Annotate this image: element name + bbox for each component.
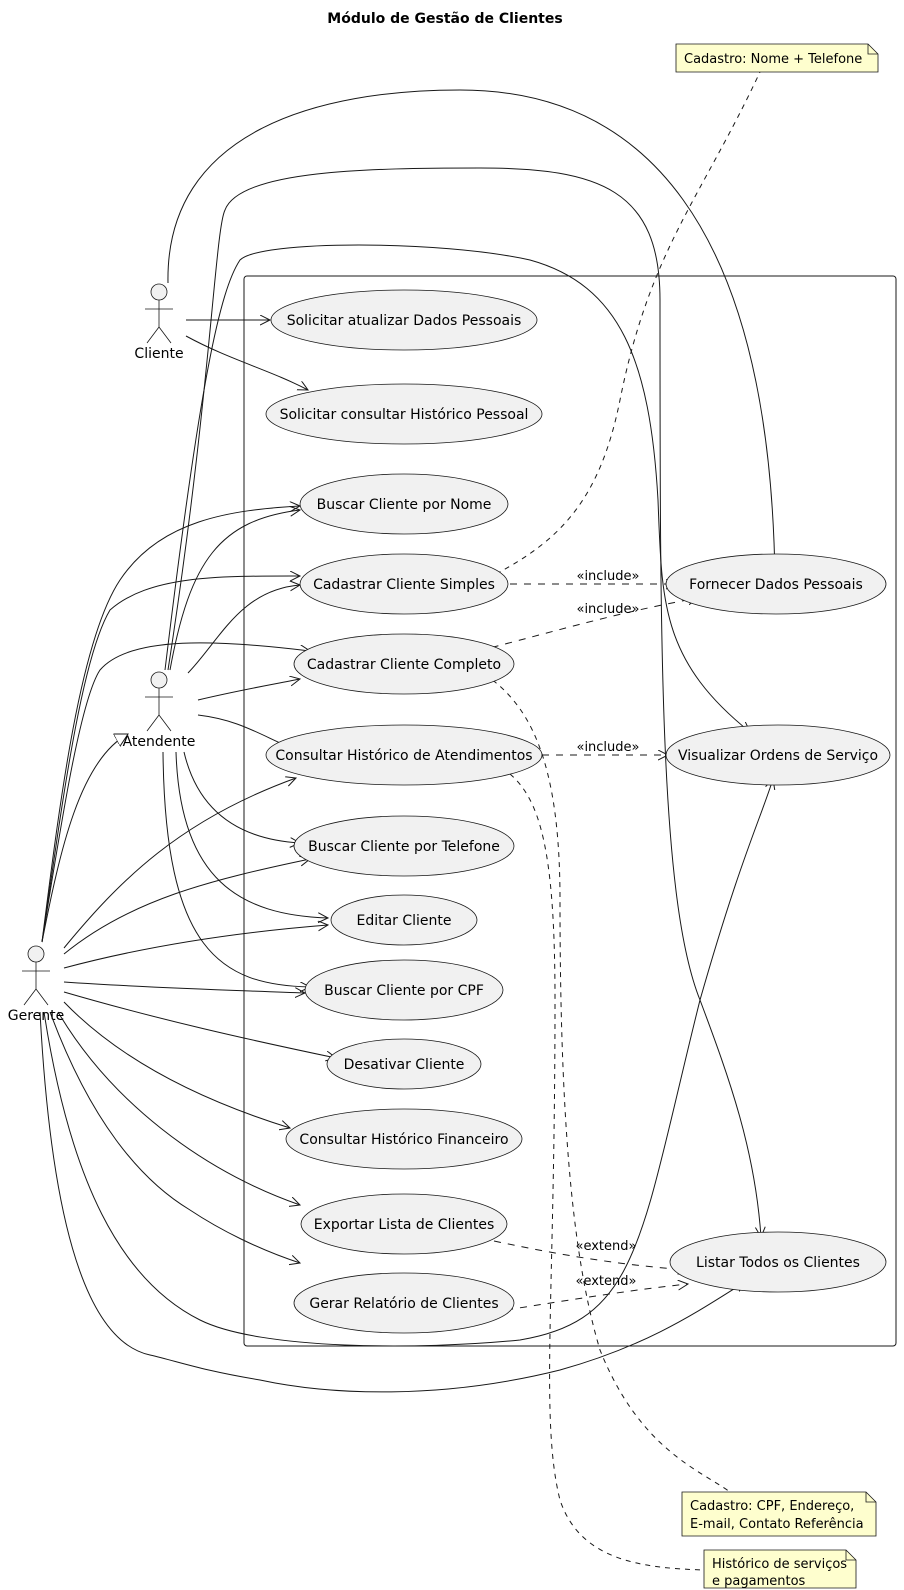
use-case-solicitar-atualizar: Solicitar atualizar Dados Pessoais [270,289,538,351]
edge-gerente-consultar-atendimentos [63,778,296,949]
svg-text:Exportar Lista de Clientes: Exportar Lista de Clientes [314,1217,495,1233]
svg-text:Solicitar consultar Histórico: Solicitar consultar Histórico Pessoal [280,407,529,423]
use-case-gerar-relatorio: Gerar Relatório de Clientes [293,1272,515,1334]
diagram-title: Módulo de Gestão de Clientes [327,11,562,27]
edge-gerente-listar-todos [39,1011,745,1393]
svg-text:Consultar Histórico Financeiro: Consultar Histórico Financeiro [299,1132,508,1148]
edge-gerente-desativar [63,991,336,1058]
use-case-cadastrar-simples: Cadastrar Cliente Simples [299,553,509,615]
edge-gerente-gerar-relatorio [49,1011,300,1263]
edge-atendente-buscar-cpf [162,751,310,987]
svg-text:Gerar Relatório de Clientes: Gerar Relatório de Clientes [309,1296,498,1312]
include-label-atendimentos: «include» [576,740,639,755]
svg-text:Cadastro: CPF, Endereço,: Cadastro: CPF, Endereço, [690,1499,854,1514]
note-connector-completo [475,668,731,1493]
actor-gerente: Gerente [8,945,65,1024]
svg-text:e pagamentos: e pagamentos [712,1574,806,1589]
use-case-buscar-cpf: Buscar Cliente por CPF [304,959,504,1021]
actor-gerente-label: Gerente [8,1008,65,1024]
svg-text:Editar Cliente: Editar Cliente [356,913,451,929]
svg-text:Desativar Cliente: Desativar Cliente [344,1057,465,1073]
edge-atendente-visualizar-os [164,244,750,732]
svg-text:Cadastro: Nome + Telefone: Cadastro: Nome + Telefone [684,52,862,67]
edge-cliente-solicitar-consultar [185,335,308,390]
svg-text:Buscar Cliente por Telefone: Buscar Cliente por Telefone [308,839,500,855]
extend-label-relatorio: «extend» [576,1274,637,1289]
use-case-visualizar-os: Visualizar Ordens de Serviço [665,724,891,786]
svg-text:Listar Todos os Clientes: Listar Todos os Clientes [696,1255,860,1271]
edge-gerente-atendente-generalization [41,734,128,943]
edge-include-completo-fornecer [477,598,698,652]
use-case-buscar-telefone: Buscar Cliente por Telefone [293,815,515,877]
svg-text:Buscar Cliente por Nome: Buscar Cliente por Nome [317,497,492,513]
svg-text:Histórico de serviços: Histórico de serviços [712,1557,847,1572]
svg-text:Visualizar Ordens de Serviço: Visualizar Ordens de Serviço [678,748,878,764]
use-case-desativar: Desativar Cliente [326,1038,482,1090]
use-case-cadastrar-completo: Cadastrar Cliente Completo [293,633,515,695]
edge-gerente-buscar-telefone [63,859,310,955]
use-case-editar: Editar Cliente [330,894,478,946]
edge-gerente-editar [63,925,328,969]
svg-text:E-mail, Contato Referência: E-mail, Contato Referência [690,1517,864,1532]
edge-cliente-fornecer-dados [167,89,775,579]
svg-text:Consultar Histórico de Atendim: Consultar Histórico de Atendimentos [275,748,532,764]
use-case-consultar-financeiro: Consultar Histórico Financeiro [285,1108,523,1170]
actor-atendente-label: Atendente [123,734,196,750]
edge-atendente-buscar-telefone [183,751,300,843]
use-case-listar-todos: Listar Todos os Clientes [669,1231,887,1293]
include-label-simples: «include» [576,569,639,584]
edge-gerente-cadastrar-simples [41,576,300,943]
include-label-completo: «include» [576,602,639,617]
edge-atendente-cadastrar-completo [197,679,300,701]
svg-text:Cadastrar Cliente Simples: Cadastrar Cliente Simples [313,577,495,593]
actor-atendente: Atendente [123,671,196,750]
note-connector-simples [495,71,761,575]
system-boundary [243,275,897,1347]
note-cadastro-simples: Cadastro: Nome + Telefone [675,43,879,73]
edge-extend-exportar-listar [493,1240,688,1270]
svg-text:Fornecer Dados Pessoais: Fornecer Dados Pessoais [689,577,863,593]
extend-label-exportar: «extend» [576,1239,637,1254]
edge-gerente-buscar-nome [41,506,300,943]
edge-gerente-cadastrar-completo [41,642,310,943]
edge-atendente-cadastrar-simples [187,585,300,674]
use-case-exportar: Exportar Lista de Clientes [300,1193,508,1255]
actor-cliente-label: Cliente [134,346,183,362]
edge-gerente-visualizar-os [43,779,773,1347]
note-connector-historico [509,773,705,1571]
edge-gerente-exportar [57,1011,300,1205]
use-case-solicitar-consultar: Solicitar consultar Histórico Pessoal [265,383,543,445]
use-case-buscar-nome: Buscar Cliente por Nome [299,473,509,535]
svg-text:Buscar Cliente por CPF: Buscar Cliente por CPF [324,983,484,999]
note-historico: Histórico de serviços e pagamentos [703,1549,857,1589]
note-cadastro-completo: Cadastro: CPF, Endereço, E-mail, Contato… [681,1491,877,1537]
svg-text:Solicitar atualizar Dados Pess: Solicitar atualizar Dados Pessoais [287,313,522,329]
svg-text:Cadastrar Cliente Completo: Cadastrar Cliente Completo [307,657,501,673]
edge-atendente-editar [175,751,328,918]
edge-atendente-buscar-nome [169,510,300,671]
actor-cliente: Cliente [134,283,184,362]
use-case-consultar-atendimentos: Consultar Histórico de Atendimentos [265,724,543,786]
edge-gerente-consultar-financeiro [63,1001,290,1128]
use-case-fornecer-dados: Fornecer Dados Pessoais [665,553,887,615]
edge-gerente-buscar-cpf [63,981,305,993]
